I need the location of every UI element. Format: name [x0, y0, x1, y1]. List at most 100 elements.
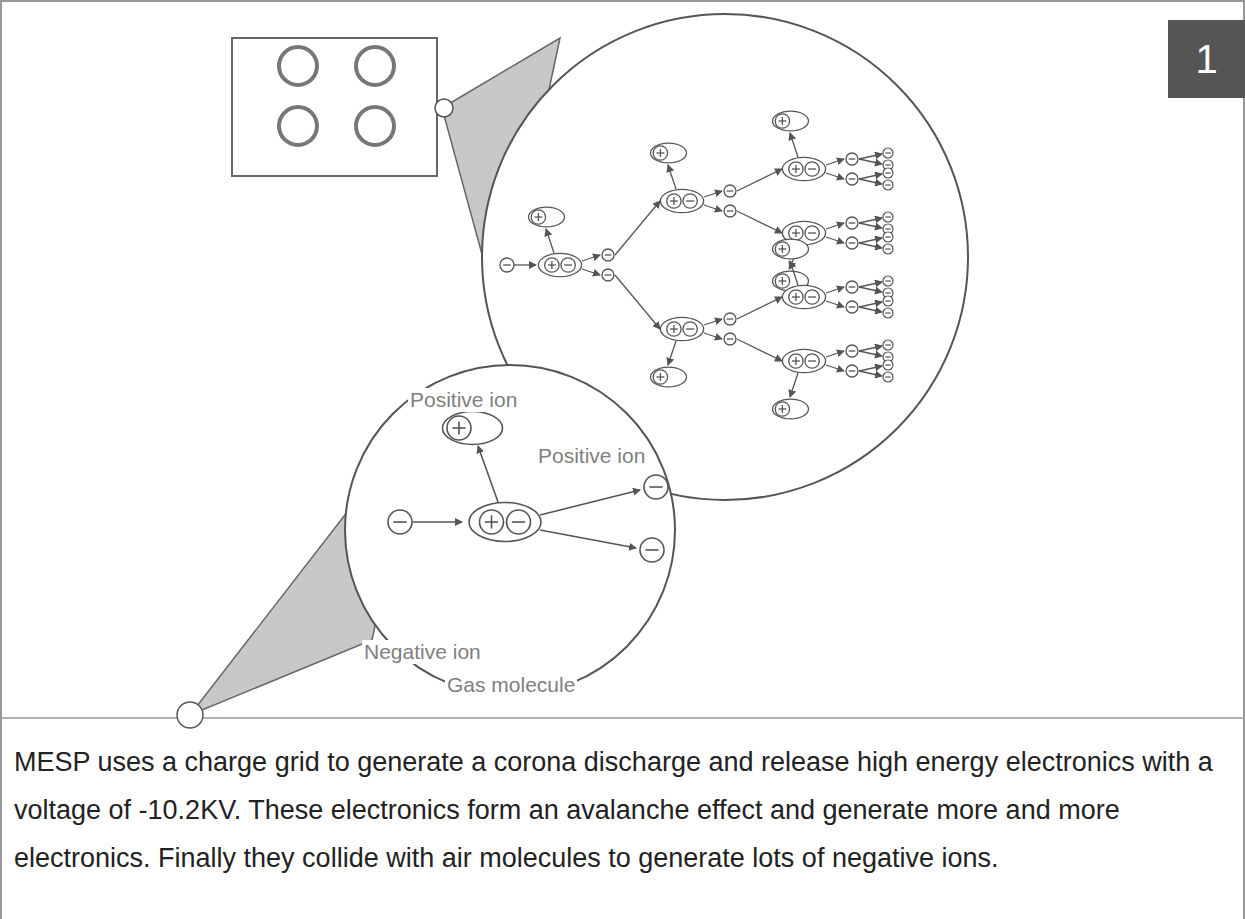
stroke — [413, 521, 462, 523]
stroke — [503, 264, 511, 265]
stroke — [826, 287, 844, 293]
negative-charge — [846, 153, 858, 165]
positive-charge — [789, 162, 803, 176]
stroke — [727, 210, 734, 211]
negative-charge — [602, 269, 614, 281]
negative-charge — [883, 276, 893, 286]
stroke — [885, 356, 891, 357]
stroke — [564, 264, 572, 265]
negative-charge — [883, 372, 893, 382]
gas-molecule — [660, 189, 703, 212]
negative-charge — [883, 244, 893, 254]
stroke — [551, 261, 552, 269]
stroke — [849, 158, 856, 159]
stroke — [885, 228, 891, 229]
positive-ion — [773, 111, 809, 131]
stroke — [782, 277, 783, 285]
positive-ion — [651, 367, 687, 387]
stroke — [649, 486, 662, 488]
stroke — [737, 211, 782, 233]
negative-charge — [805, 162, 819, 176]
negative-charge — [724, 313, 736, 325]
stroke — [737, 169, 782, 191]
positive-ion — [773, 399, 809, 419]
gas-molecule — [782, 157, 825, 180]
negative-charge — [846, 301, 858, 313]
stroke — [826, 301, 844, 307]
stroke — [859, 371, 882, 376]
stroke — [782, 117, 783, 125]
stroke — [885, 312, 891, 313]
stroke — [808, 168, 816, 169]
stroke — [849, 286, 856, 287]
stroke — [826, 365, 844, 371]
stroke — [885, 292, 891, 293]
negative-charge — [561, 258, 575, 272]
stroke — [859, 346, 882, 351]
zoom-spot — [435, 99, 453, 117]
stroke — [540, 490, 640, 515]
part-label: Positive ion — [408, 388, 519, 412]
stroke — [727, 318, 734, 319]
stroke — [859, 223, 882, 228]
stroke — [859, 174, 882, 179]
negative-charge — [683, 322, 697, 336]
avalanche — [500, 111, 893, 419]
positive-charge — [545, 258, 559, 272]
stroke — [546, 229, 554, 253]
stroke — [668, 341, 676, 365]
negative-charge — [805, 226, 819, 240]
stroke — [686, 200, 694, 201]
stroke — [885, 184, 891, 185]
stroke — [686, 328, 694, 329]
callout-number: 1 — [1195, 37, 1217, 82]
stroke — [885, 172, 891, 173]
stroke — [826, 223, 844, 229]
stroke — [704, 319, 722, 325]
stroke — [859, 287, 882, 292]
stroke — [826, 351, 844, 357]
stroke — [668, 165, 676, 189]
stroke — [790, 261, 798, 285]
stroke — [538, 213, 539, 221]
gas-molecule — [469, 503, 541, 542]
stroke — [859, 282, 882, 287]
negative-charge — [883, 180, 893, 190]
stroke — [704, 333, 722, 339]
stroke — [582, 255, 600, 261]
grid-holes — [279, 47, 394, 145]
negative-charge — [883, 168, 893, 178]
stroke — [849, 350, 856, 351]
part-label: Gas molecule — [445, 673, 577, 697]
negative-charge — [388, 510, 412, 534]
stroke — [885, 280, 891, 281]
stroke — [808, 232, 816, 233]
stroke — [859, 243, 882, 248]
stroke — [885, 152, 891, 153]
positive-charge — [789, 290, 803, 304]
stroke — [849, 222, 856, 223]
stroke — [737, 339, 782, 361]
stroke — [795, 293, 796, 301]
positive-ion — [529, 207, 565, 227]
negative-charge — [883, 308, 893, 318]
stroke — [727, 190, 734, 191]
stroke — [826, 159, 844, 165]
part-label: Negative ion — [362, 640, 483, 664]
positive-charge — [667, 194, 681, 208]
stroke — [885, 216, 891, 217]
negative-charge — [846, 365, 858, 377]
stroke — [849, 370, 856, 371]
stroke — [885, 236, 891, 237]
stroke — [859, 307, 882, 312]
charge-grid — [232, 38, 437, 176]
stroke — [673, 325, 674, 333]
stroke — [582, 269, 600, 275]
stroke — [605, 254, 612, 255]
stroke — [885, 300, 891, 301]
negative-charge — [724, 205, 736, 217]
positive-charge — [775, 402, 789, 416]
negative-charge — [507, 510, 531, 534]
stroke — [885, 248, 891, 249]
